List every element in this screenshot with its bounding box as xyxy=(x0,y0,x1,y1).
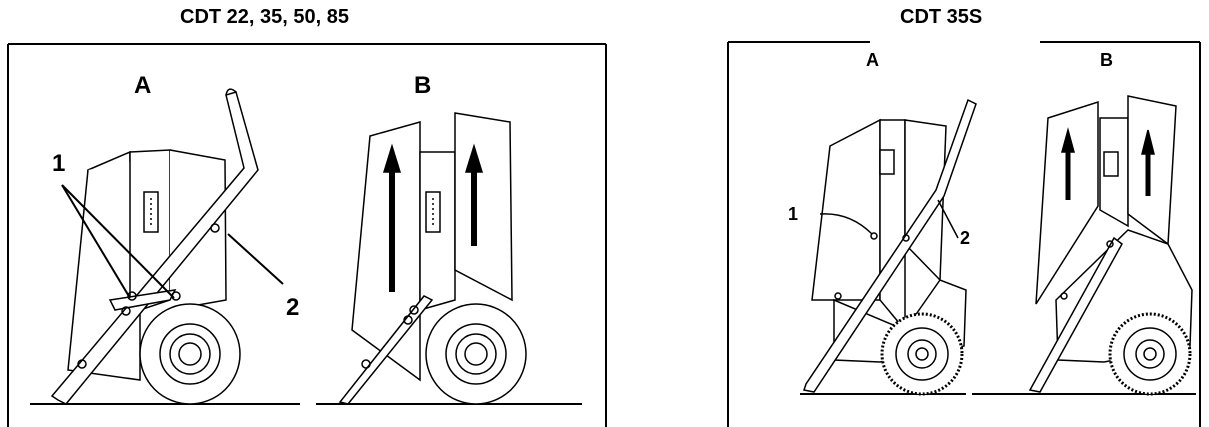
left-a-handle xyxy=(50,91,259,405)
left-label-a: A xyxy=(134,72,152,99)
left-a-wheel-axle xyxy=(178,342,202,366)
left-b-wheel-rim xyxy=(455,333,497,375)
right-b-arrow-2-head xyxy=(1141,129,1155,155)
right-label-b: B xyxy=(1100,50,1113,70)
right-callout-2-label: 2 xyxy=(960,228,971,248)
right-label-a: A xyxy=(866,50,879,70)
right-b-hub xyxy=(1135,339,1165,369)
right-b-tyre xyxy=(1108,312,1192,396)
right-a-bolt-2 xyxy=(902,234,910,242)
right-figure-title: CDT 35S xyxy=(900,6,983,28)
right-a-tyre xyxy=(880,312,964,396)
left-b-bolt-3 xyxy=(361,359,371,369)
right-b-control-panel xyxy=(1103,151,1119,177)
left-a-wheel-hub xyxy=(159,323,221,385)
left-a-callout-1a xyxy=(61,184,131,299)
right-b-rim xyxy=(1123,327,1177,381)
left-label-b: B xyxy=(414,72,432,99)
left-figure-title: CDT 22, 35, 50, 85 xyxy=(180,6,349,28)
left-a-bolt-1 xyxy=(210,223,220,233)
right-a-rim xyxy=(895,327,949,381)
left-b-bolt-2 xyxy=(403,315,413,325)
right-a-callout-1 xyxy=(819,213,873,235)
right-a-hub xyxy=(907,339,937,369)
left-a-bolt-5 xyxy=(77,359,87,369)
left-callout-1-label: 1 xyxy=(52,150,66,177)
right-a-handle xyxy=(803,98,977,393)
right-b-arrow-1-head xyxy=(1061,127,1075,153)
left-a-wheel-outer xyxy=(139,303,241,405)
right-b-bolt-1 xyxy=(1060,292,1068,300)
left-b-control-panel xyxy=(425,191,441,233)
left-b-bolt-1 xyxy=(409,305,419,315)
left-a-callout-1b xyxy=(61,184,175,299)
right-a-control-panel xyxy=(879,149,895,175)
left-b-wheel-axle xyxy=(464,342,488,366)
right-a-bolt-1 xyxy=(870,232,878,240)
left-a-control-panel xyxy=(143,191,159,233)
left-b-arrow-1-head xyxy=(382,143,402,173)
right-b-bolt-2 xyxy=(1106,240,1114,248)
right-a-axle xyxy=(915,347,929,361)
right-b-handle xyxy=(1028,236,1123,393)
right-b-axle xyxy=(1143,347,1157,361)
right-a-bolt-3 xyxy=(834,292,842,300)
left-a-bolt-3 xyxy=(121,306,131,316)
right-b-rear-panel xyxy=(1127,95,1177,246)
right-b-front-panel xyxy=(1035,100,1099,305)
left-a-handle-grip xyxy=(225,88,237,96)
left-callout-2-label: 2 xyxy=(286,294,300,321)
left-b-wheel-outer xyxy=(425,303,527,405)
left-b-arrow-2-head xyxy=(464,143,484,173)
left-b-front-panel xyxy=(351,121,421,382)
left-a-callout-2 xyxy=(227,233,284,285)
left-b-wheel-hub xyxy=(445,323,507,385)
right-a-callout-2 xyxy=(937,199,959,239)
left-b-handle xyxy=(338,295,434,405)
left-a-wheel-rim xyxy=(169,333,211,375)
right-callout-1-label: 1 xyxy=(788,204,799,224)
left-a-bracket xyxy=(108,289,177,311)
